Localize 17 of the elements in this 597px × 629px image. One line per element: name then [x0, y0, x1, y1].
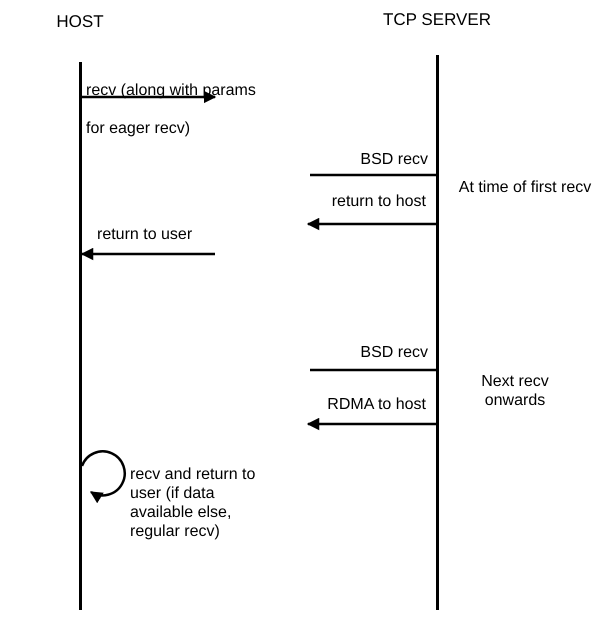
message-line — [310, 368, 436, 372]
edge-label: return to user — [97, 225, 194, 244]
phase-note: Next recv onwards — [480, 372, 550, 410]
edge-label: RDMA to host — [326, 395, 426, 414]
message-arrow — [306, 418, 436, 430]
phase-note: At time of first recv — [458, 178, 592, 197]
edge-label: recv and return to user (if data available else, regular recv) — [130, 465, 256, 541]
edge-label: return to host — [330, 192, 426, 211]
message-arrow — [80, 248, 215, 260]
edge-label: BSD recv — [359, 150, 428, 169]
self-loop-arrow — [80, 450, 126, 503]
participant-label: HOST — [56, 12, 104, 32]
participant-label: TCP SERVER — [382, 10, 492, 30]
message-arrow — [82, 90, 216, 104]
message-line — [310, 174, 436, 176]
edge-label: BSD recv — [359, 343, 428, 362]
message-arrow — [306, 218, 436, 230]
